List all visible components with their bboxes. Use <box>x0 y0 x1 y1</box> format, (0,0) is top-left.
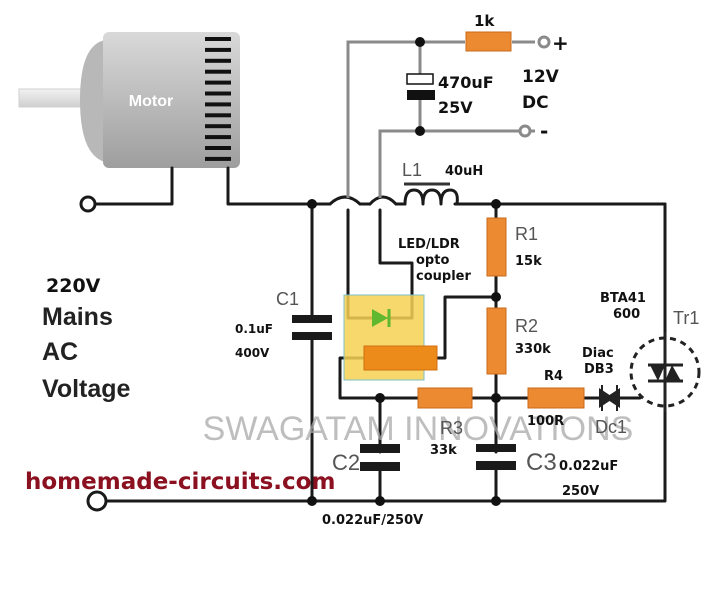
optocoupler <box>343 294 438 381</box>
mains-ac-label: AC <box>42 338 78 366</box>
junction-dot <box>375 496 385 506</box>
dc-type-label: DC <box>522 93 549 113</box>
motor-vent-slat <box>205 102 231 107</box>
capacitor-c3-plate-top <box>476 444 516 452</box>
junction-dot <box>491 199 501 209</box>
motor-vent-slat <box>205 91 231 96</box>
junction-dot <box>307 199 317 209</box>
capacitor-c3-voltage: 250V <box>562 484 599 499</box>
resistor-r4-value: 100R <box>527 414 564 429</box>
motor-vent-slat <box>205 80 231 85</box>
junction-dot <box>415 126 425 136</box>
resistor-r1 <box>486 217 507 277</box>
junction-dots <box>307 37 501 506</box>
motor-label: Motor <box>129 93 173 110</box>
resistor-r1-value: 15k <box>515 254 542 269</box>
mains-terminal-top <box>79 195 97 213</box>
triac-part-label: BTA41 <box>600 291 646 306</box>
resistor-r4 <box>527 387 585 409</box>
motor-endcap <box>80 40 105 162</box>
opto-ldr-icon <box>363 345 438 371</box>
wire-crossing-hop-2 <box>368 195 398 206</box>
resistor-r3-value: 33k <box>430 443 457 458</box>
junction-dot <box>375 393 385 403</box>
motor-vents <box>205 37 231 161</box>
capacitor-470uf-negative-plate <box>407 90 435 100</box>
wire-dc-minus <box>378 129 535 198</box>
wire-motor-right <box>226 166 312 206</box>
motor-vent-slat <box>205 69 231 74</box>
junction-dot <box>491 496 501 506</box>
triac-rating-label: 600 <box>613 307 640 322</box>
wire-motor-left <box>94 166 174 206</box>
opto-led-icon <box>372 309 388 327</box>
resistor-r2-name: R2 <box>515 316 538 336</box>
motor-vent-slat <box>205 47 231 52</box>
motor-vent-slat <box>205 146 231 150</box>
dc-voltage-label: 12V <box>522 67 560 87</box>
motor-shaft <box>18 88 85 108</box>
diac-label-line2: DB3 <box>584 362 614 377</box>
motor-vent-slat <box>205 124 231 129</box>
triac-bta41 <box>629 332 701 412</box>
junction-dot <box>491 292 501 302</box>
wire-crossing-hop-1 <box>328 195 362 206</box>
diac-label-line1: Diac <box>582 346 614 361</box>
optocoupler-label-line2: opto <box>416 253 449 268</box>
resistor-r4-name: R4 <box>544 369 563 384</box>
capacitor-470uf-value: 470uF <box>438 73 494 92</box>
motor-vent-slat <box>205 37 231 41</box>
resistor-r3-name: R3 <box>440 418 463 438</box>
motor-vent-slat <box>205 135 231 140</box>
capacitor-c1-voltage: 400V <box>235 346 270 360</box>
capacitor-c1-name: C1 <box>276 289 299 309</box>
capacitor-c3-value: 0.022uF <box>559 459 618 474</box>
junction-dot <box>491 393 501 403</box>
junction-dot <box>415 37 425 47</box>
capacitor-c1-value: 0.1uF <box>235 322 273 336</box>
inductor-l1-value: 40uH <box>445 164 483 179</box>
watermark-text: SWAGATAM INNOVATIONS <box>203 410 634 448</box>
resistor-1k-value: 1k <box>474 12 495 30</box>
resistor-r2-value: 330k <box>515 342 551 357</box>
motor: Motor <box>18 32 240 168</box>
capacitor-c2-plate-top <box>360 444 400 453</box>
wire-dc-plus <box>346 40 535 198</box>
capacitor-470uf-positive-plate <box>406 73 434 85</box>
capacitor-c2-value: 0.022uF/250V <box>322 513 423 528</box>
capacitor-470uf-voltage: 25V <box>438 98 473 117</box>
capacitor-c3-plate-bottom <box>476 461 516 470</box>
capacitor-c3-name: C3 <box>526 449 557 476</box>
motor-vent-slat <box>205 58 231 63</box>
triac-name: Tr1 <box>673 308 699 328</box>
motor-vent-slat <box>205 113 231 118</box>
dc-minus-label: - <box>540 119 548 143</box>
optocoupler-label-line3: coupler <box>416 269 471 284</box>
motor-vent-slat <box>205 156 231 161</box>
diac-name: Dc1 <box>595 417 627 437</box>
junction-dot <box>307 496 317 506</box>
capacitor-c2-name: C2 <box>332 450 360 475</box>
capacitor-c2-plate-bottom <box>360 462 400 471</box>
motor-body <box>103 32 240 168</box>
inductor-l1-name: L1 <box>402 160 422 180</box>
diac-db3 <box>599 385 620 411</box>
resistor-1k <box>465 31 512 52</box>
mains-voltage-word-label: Voltage <box>42 375 131 403</box>
capacitor-c1-plate-top <box>292 315 332 323</box>
dc-minus-terminal <box>518 124 532 138</box>
capacitor-c1-plate-bottom <box>292 332 332 340</box>
mains-label: Mains <box>42 303 113 331</box>
resistor-r1-name: R1 <box>515 224 538 244</box>
resistor-r2 <box>486 307 507 375</box>
resistor-r3 <box>417 387 473 409</box>
optocoupler-label-line1: LED/LDR <box>398 237 460 252</box>
mains-voltage-label: 220V <box>46 275 101 297</box>
mains-terminal-bottom <box>86 490 108 512</box>
dc-plus-label: + <box>552 31 569 55</box>
inductor-l1 <box>403 182 459 206</box>
dc-plus-terminal <box>537 35 551 49</box>
website-label: homemade-circuits.com <box>25 469 335 495</box>
